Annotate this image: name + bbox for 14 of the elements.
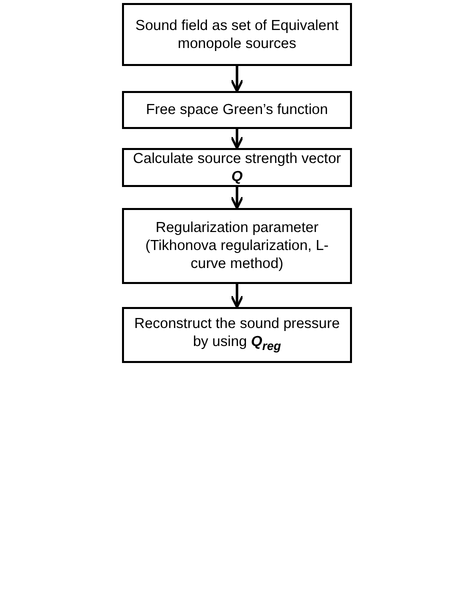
arrow <box>230 129 244 150</box>
arrow <box>230 187 244 210</box>
step-text: Sound field as set of Equivalent monopole sources <box>134 16 340 52</box>
process-box <box>122 307 352 363</box>
step-text: Free space Green’s function <box>146 101 328 119</box>
arrow <box>230 66 244 92</box>
process-box <box>122 208 352 284</box>
step-text: Regularization parameter (Tikhonova regularization, L-curve method) <box>144 219 330 273</box>
process-box <box>122 91 352 129</box>
process-box <box>122 3 352 66</box>
step-text: Calculate source strength vector Q <box>132 150 342 186</box>
step-text: Reconstruct the sound pressure by using Q$_{reg}$ <box>133 315 341 355</box>
process-box <box>122 148 352 187</box>
arrow <box>230 284 244 308</box>
